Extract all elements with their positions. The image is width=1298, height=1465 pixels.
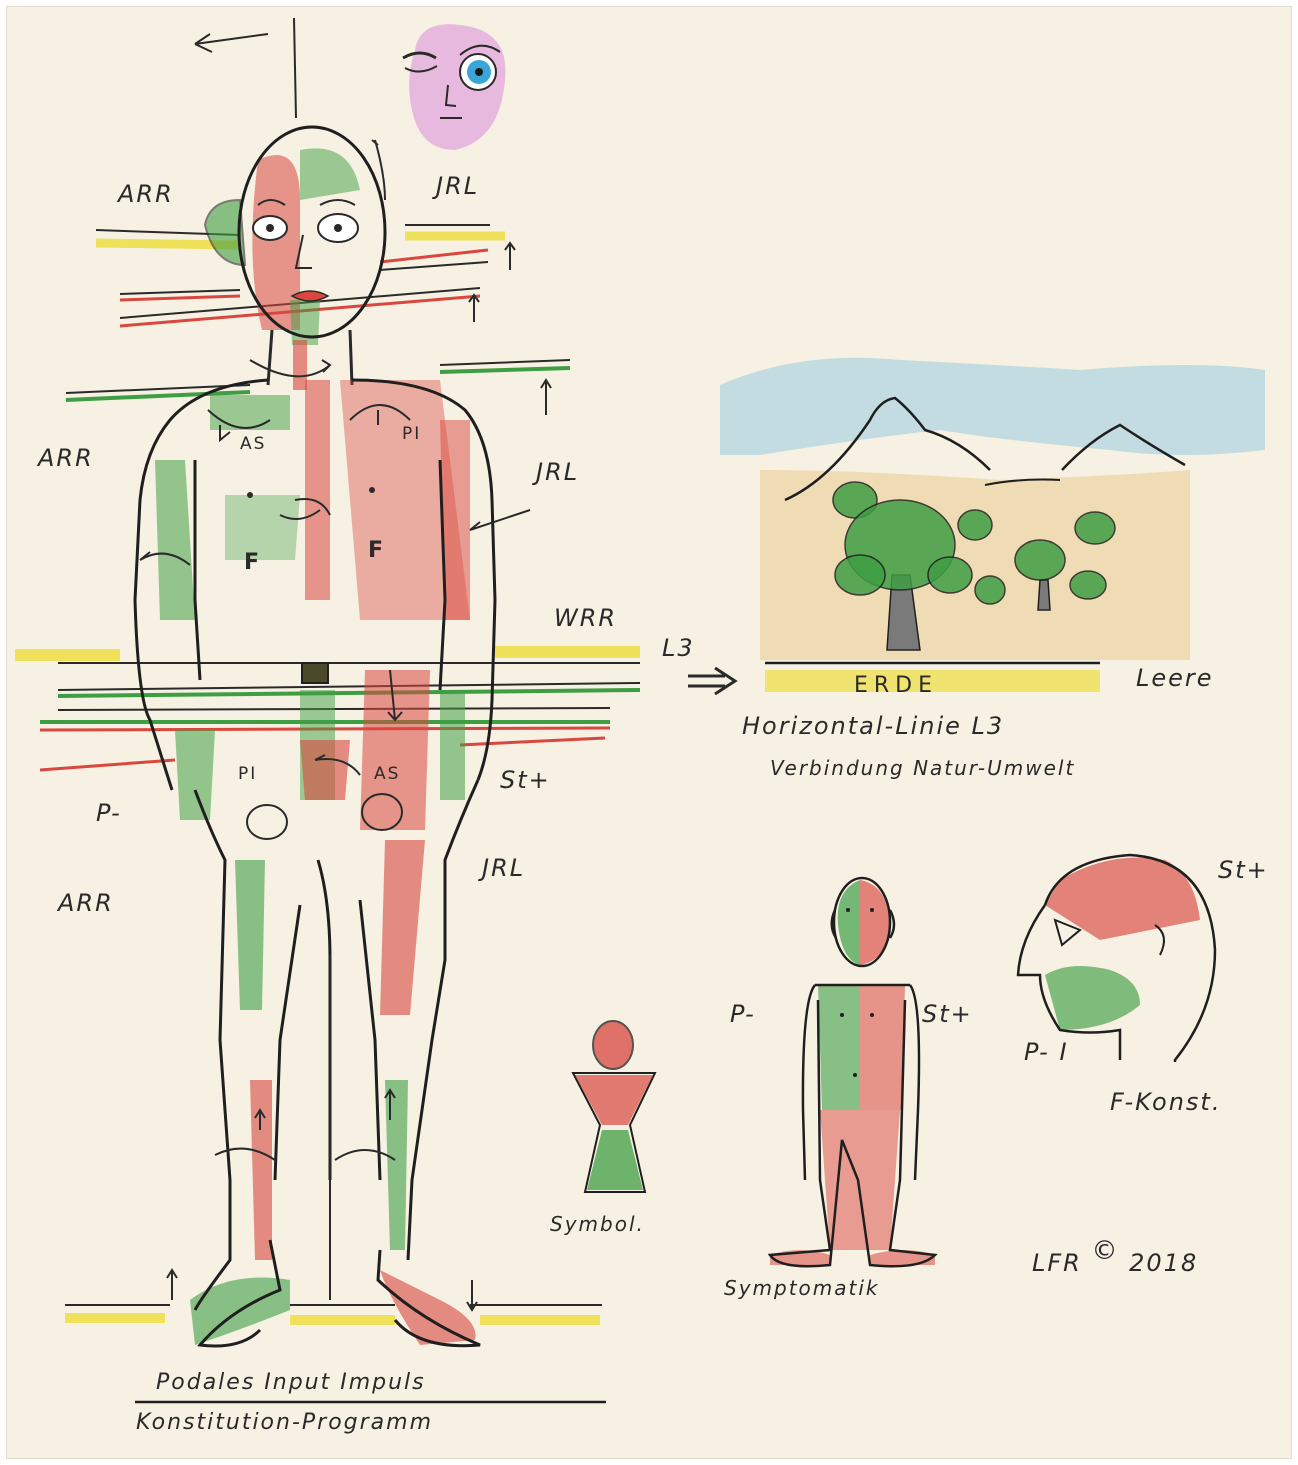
symptom-figure <box>770 878 935 1266</box>
label-as-hip: AS <box>374 766 400 783</box>
paper-sheet: ARR JRL ARR JRL AS PI F F WRR L3 PI AS S… <box>6 6 1292 1459</box>
label-st: St+ <box>500 768 551 792</box>
profile-label-p: P- I <box>1024 1040 1069 1064</box>
symptom-caption: Symptomatik <box>724 1278 880 1298</box>
arrow-left-icon <box>195 34 268 52</box>
signature: LFR © 2018 <box>1032 1250 1198 1276</box>
profile-label-st: St+ <box>1218 858 1269 882</box>
symbol-figure <box>573 1021 655 1192</box>
label-pi-hip: PI <box>238 766 257 783</box>
ground-label: ERDE <box>854 675 938 697</box>
signature-initials: LFR <box>1032 1249 1082 1277</box>
label-arr-shoulder: ARR <box>38 446 94 470</box>
label-arr-head: ARR <box>118 182 174 206</box>
landscape-scene <box>720 358 1265 692</box>
profile-caption: F-Konst. <box>1110 1090 1221 1114</box>
landscape-line1: Horizontal-Linie L3 <box>742 714 1004 738</box>
caption-konstitution: Konstitution-Programm <box>136 1412 433 1434</box>
label-jrl-shoulder: JRL <box>536 460 579 484</box>
signature-year: 2018 <box>1129 1249 1198 1277</box>
label-f-left: F <box>244 552 260 574</box>
winking-face-icon <box>403 24 505 150</box>
caption-podales: Podales Input Impuls <box>156 1372 426 1394</box>
label-jrl-leg: JRL <box>482 856 525 880</box>
label-jrl-head: JRL <box>436 174 479 198</box>
symptom-label-st: St+ <box>922 1002 973 1026</box>
copyright-icon: © <box>1092 1236 1120 1266</box>
label-pi-chest: PI <box>402 426 421 443</box>
label-p: P- <box>96 801 122 825</box>
label-f-right: F <box>368 540 384 562</box>
landscape-line2: Verbindung Natur-Umwelt <box>770 758 1075 778</box>
symptom-label-p: P- <box>730 1002 756 1026</box>
body-figure <box>15 127 640 1346</box>
label-as-chest: AS <box>240 436 266 453</box>
label-arr-leg: ARR <box>58 891 114 915</box>
label-wrr: WRR <box>554 606 617 630</box>
label-leere: Leere <box>1136 666 1214 690</box>
symbol-caption: Symbol. <box>550 1214 645 1234</box>
profile-head <box>1018 855 1215 1062</box>
vertical-axis-top <box>294 18 296 118</box>
double-arrow-right-icon <box>688 668 735 694</box>
label-l3: L3 <box>662 636 695 660</box>
